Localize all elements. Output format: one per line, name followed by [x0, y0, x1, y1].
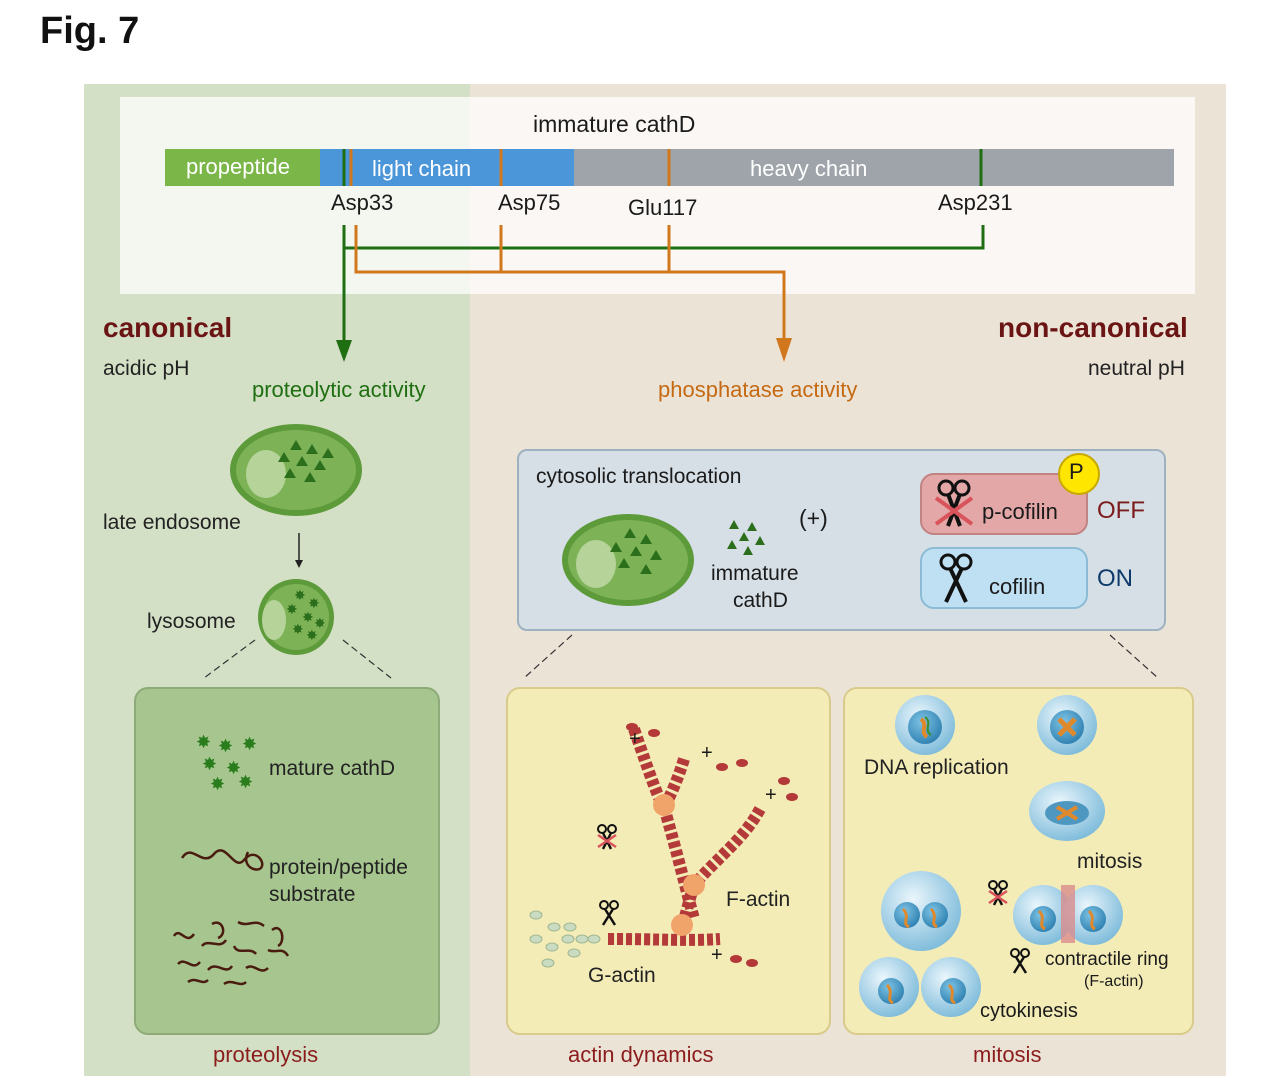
svg-text:✸: ✸ [210, 774, 225, 795]
mitosis-panel [843, 687, 1194, 1035]
residue-asp75: Asp75 [498, 190, 561, 215]
residue-asp33: Asp33 [331, 190, 394, 215]
heavy-chain-segment: heavy chain [574, 149, 1174, 186]
late-endosome-icon [230, 424, 362, 516]
neutral-ph-label: neutral pH [1088, 357, 1185, 380]
plus-end-4: + [711, 944, 723, 966]
svg-text:✸: ✸ [242, 734, 257, 755]
phosphate-badge-label: P [1069, 459, 1084, 484]
mitosis-bottom-label: mitosis [973, 1042, 1042, 1067]
propeptide-label: propeptide [186, 154, 290, 179]
non-canonical-heading: non-canonical [998, 312, 1188, 343]
svg-text:✸: ✸ [294, 588, 306, 604]
protein-title: immature cathD [533, 111, 696, 137]
residue-glu117: Glu117 [628, 195, 698, 220]
immature-cathd-label-line1: immature [711, 562, 799, 585]
actin-dynamics-label: actin dynamics [568, 1042, 714, 1067]
actin-dynamics-panel [506, 687, 831, 1035]
dna-replication-label: DNA replication [864, 756, 1009, 779]
plus-end-2: + [701, 742, 713, 764]
on-label: ON [1097, 565, 1133, 592]
svg-text:✸: ✸ [202, 754, 217, 775]
figure-label: Fig. 7 [40, 10, 140, 52]
mature-cathd-label: mature cathD [269, 757, 396, 780]
g-actin-label: G-actin [588, 964, 656, 987]
svg-text:✸: ✸ [292, 622, 304, 638]
lysosome-icon: ✸✸✸ ✸✸✸✸ [258, 579, 334, 655]
endosome-icon [562, 514, 694, 606]
plus-sign-label: (+) [799, 505, 828, 531]
heavy-chain-label: heavy chain [750, 156, 868, 181]
svg-text:✸: ✸ [226, 758, 241, 779]
svg-text:✸: ✸ [314, 616, 326, 632]
phosphatase-activity-label: phosphatase activity [658, 377, 858, 402]
svg-text:✸: ✸ [306, 628, 318, 644]
svg-text:✸: ✸ [308, 596, 320, 612]
mitosis-step-label: mitosis [1077, 850, 1143, 873]
peptide-fragments-icon [172, 920, 290, 986]
proteolysis-panel [134, 687, 440, 1035]
cofilin-pill [920, 547, 1088, 609]
phosphate-badge [1058, 453, 1100, 495]
plus-end-3: + [765, 784, 777, 806]
svg-text:✸: ✸ [218, 736, 233, 757]
cell-cycle-diagram [859, 695, 1123, 1017]
f-actin-label: F-actin [726, 888, 791, 911]
substrate-strand-icon [180, 849, 264, 871]
contractile-ring-label: contractile ring [1045, 949, 1169, 970]
svg-text:✸: ✸ [286, 602, 298, 618]
residue-asp231: Asp231 [938, 190, 1013, 215]
f-actin-paren-label: (F-actin) [1084, 973, 1144, 990]
cytokinesis-label: cytokinesis [980, 1000, 1078, 1022]
p-cofilin-label: p-cofilin [982, 499, 1058, 524]
late-endosome-label: late endosome [103, 511, 241, 534]
acidic-ph-label: acidic pH [103, 357, 190, 380]
immature-cathd-icon [727, 520, 765, 555]
active-scissors-icon [939, 553, 973, 603]
svg-text:✸: ✸ [302, 610, 314, 626]
light-chain-label: light chain [372, 156, 472, 181]
plus-end-1: + [629, 728, 641, 750]
substrate-label-line2: substrate [269, 883, 356, 906]
substrate-label-line1: protein/peptide [269, 856, 408, 879]
cofilin-label: cofilin [989, 574, 1046, 599]
inactive-scissors-icon [934, 479, 974, 527]
proteolytic-activity-label: proteolytic activity [252, 377, 426, 402]
canonical-heading: canonical [103, 312, 233, 343]
propeptide-segment: propeptide [165, 149, 320, 186]
mature-cathd-icon: ✸✸✸ ✸✸✸✸ [196, 732, 257, 795]
lysosome-label: lysosome [147, 610, 236, 633]
svg-text:✸: ✸ [238, 772, 253, 793]
translocation-label: cytosolic translocation [536, 465, 742, 488]
off-label: OFF [1097, 497, 1145, 524]
protein-structure-box [120, 97, 1195, 294]
svg-text:✸: ✸ [196, 732, 211, 753]
immature-cathd-label-line2: cathD [733, 589, 788, 612]
proteolysis-label: proteolysis [213, 1042, 319, 1067]
actin-filament-diagram [529, 723, 798, 968]
light-chain-segment: light chain [320, 149, 574, 186]
